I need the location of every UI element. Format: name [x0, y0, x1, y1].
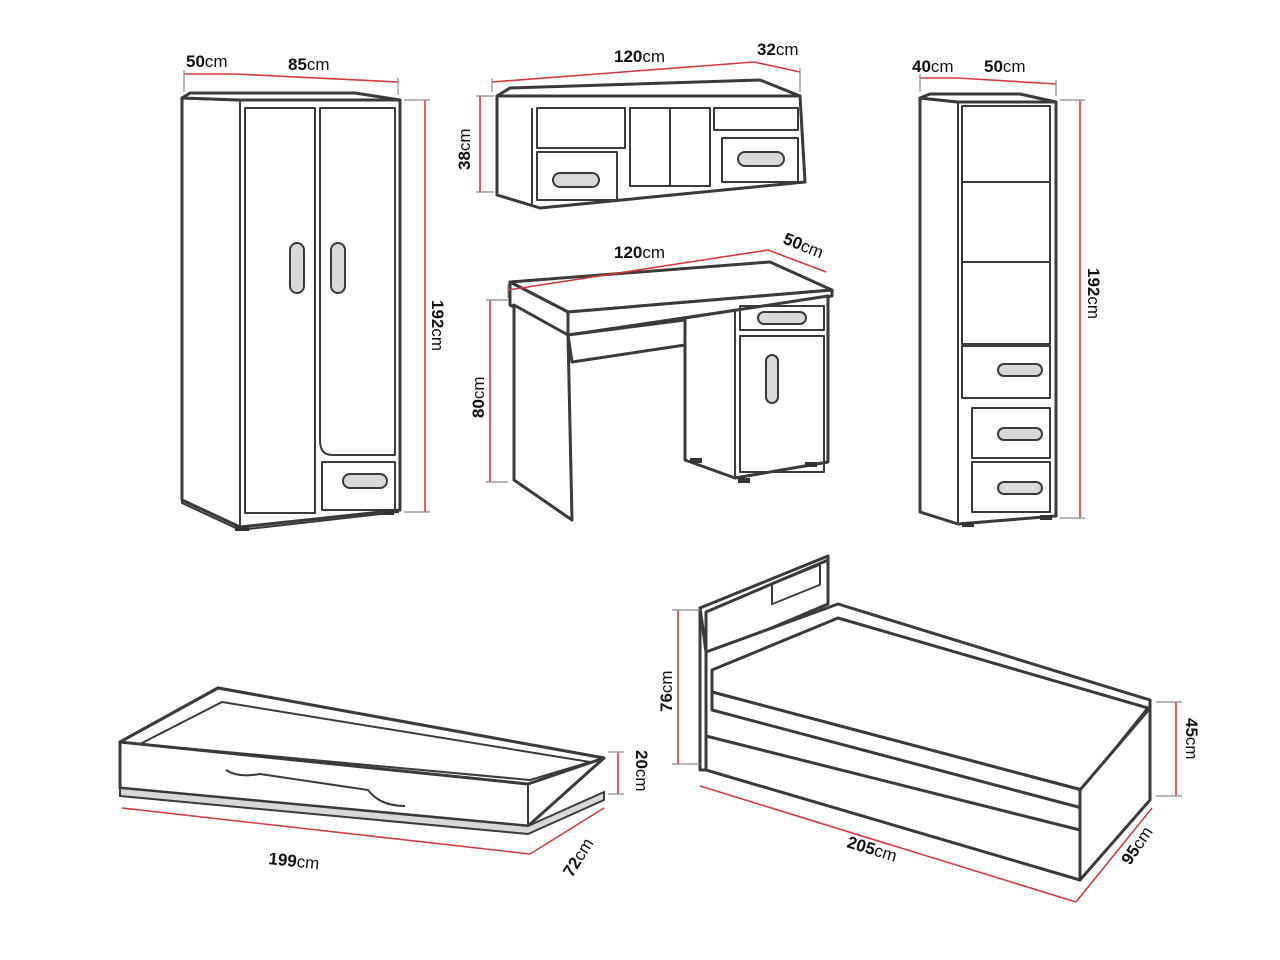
- wardrobe-height-label: 192cm: [428, 300, 447, 351]
- wardrobe-foot: [235, 526, 249, 531]
- bookcase: 40cm 50cm 192cm: [912, 57, 1103, 527]
- wall-cabinet-right-upper-door: [713, 107, 799, 131]
- desk-drawer: [739, 305, 825, 331]
- wall-cabinet-left-drawer: [536, 151, 618, 201]
- bed-footboard: [1078, 706, 1152, 882]
- desk-pedestal: [683, 294, 830, 480]
- wardrobe: 50cm 85cm 192cm: [180, 52, 447, 532]
- wardrobe-depth-label: 50cm: [186, 52, 228, 71]
- bed-headboard-panel: [771, 563, 821, 606]
- drawer-bed-width-label: 72cm: [559, 835, 597, 880]
- bookcase-drawer-1: [961, 345, 1051, 399]
- desk-left-leg: [512, 303, 574, 522]
- wardrobe-right-handle: [330, 242, 346, 294]
- wall-cabinet-left-handle: [552, 172, 600, 188]
- wall-cabinet-height-label: 38cm: [455, 128, 474, 170]
- wardrobe-top: [180, 91, 402, 102]
- bed-height-label: 45cm: [1182, 718, 1201, 760]
- desk-front-edge: [566, 288, 834, 337]
- drawer-bed-height-label: 20cm: [632, 750, 651, 792]
- desk: 120cm 50cm 80cm: [469, 229, 834, 522]
- wardrobe-left-handle: [289, 242, 305, 294]
- bookcase-depth-label: 40cm: [912, 57, 954, 76]
- wall-cabinet: 120cm 32cm 38cm: [455, 40, 807, 210]
- desk-door-handle: [765, 354, 779, 404]
- wardrobe-drawer-handle: [342, 473, 388, 489]
- wall-cabinet-left-upper-door: [536, 107, 626, 149]
- bookcase-height-label: 192cm: [1084, 268, 1103, 319]
- bed-length-label: 205cm: [845, 833, 899, 866]
- wardrobe-right-door: [319, 107, 396, 456]
- wall-cabinet-right-drawer: [721, 137, 799, 183]
- wall-cabinet-top: [495, 78, 802, 98]
- bookcase-width-label: 50cm: [984, 57, 1026, 76]
- wardrobe-left-door: [244, 107, 316, 514]
- wardrobe-width-label: 85cm: [288, 55, 330, 74]
- bookcase-open-shelves: [961, 105, 1051, 345]
- drawer-bed-handle-cutout: [225, 769, 406, 807]
- bookcase-drawer-3: [971, 461, 1051, 513]
- drawer-bed: 199cm 72cm 20cm: [118, 686, 651, 880]
- desk-door: [739, 335, 825, 473]
- bookcase-body: [918, 96, 1058, 526]
- drawer-bed-base: [119, 786, 605, 836]
- wall-cabinet-depth-label: 32cm: [757, 40, 799, 59]
- desk-width-label: 120cm: [614, 243, 665, 262]
- bed: 76cm 205cm 95cm 45cm: [657, 554, 1201, 903]
- desk-height-label: 80cm: [469, 376, 488, 418]
- drawer-bed-inner: [139, 701, 591, 781]
- bookcase-drawer-2: [971, 407, 1051, 459]
- wall-cabinet-right-handle: [737, 151, 785, 167]
- bed-headboard-height-label: 76cm: [657, 670, 676, 712]
- wall-cabinet-width-label: 120cm: [614, 47, 665, 66]
- drawer-bed-length-label: 199cm: [268, 849, 321, 873]
- wardrobe-drawer: [321, 461, 396, 511]
- desk-drawer-handle: [757, 311, 807, 325]
- bookcase-top: [918, 92, 1058, 104]
- wardrobe-foot: [380, 510, 394, 515]
